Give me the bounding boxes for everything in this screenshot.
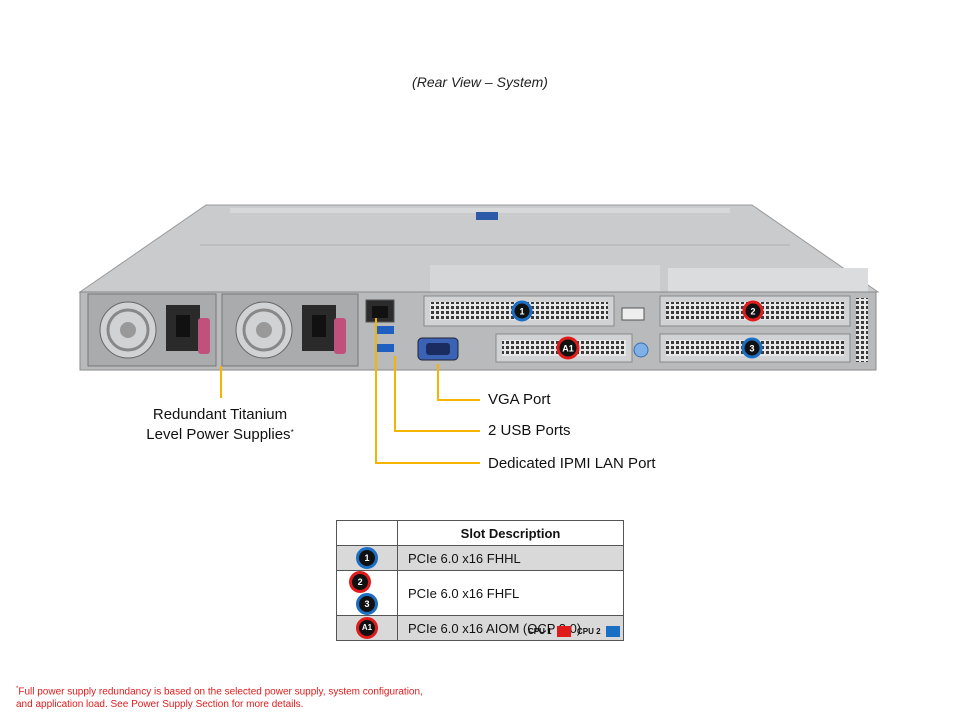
table-header-blank [336,520,398,546]
vga-callout-line [437,364,480,401]
slot-a1-badge: A1 [356,617,378,639]
slot-badge-1: 1 [511,300,533,322]
table-header: Slot Description [397,520,624,546]
latch-tab [476,212,498,220]
table-row: 2 3 PCIe 6.0 x16 FHFL [336,570,624,616]
legend-cpu2-swatch [606,626,620,637]
svg-text:1: 1 [519,307,524,317]
usb-port-1 [376,326,394,334]
slot-3-badge: 3 [356,593,378,615]
footnote: *Full power supply redundancy is based o… [16,686,423,711]
vga-port-label: VGA Port [488,391,551,408]
slot-badge-3: 3 [741,337,763,359]
slot-description-table: Slot Description 1 PCIe 6.0 x16 FHHL 2 3… [336,520,624,641]
ipmi-callout-line [375,318,480,464]
slot-description: PCIe 6.0 x16 FHFL [397,570,624,616]
usb-port-2 [376,344,394,352]
svg-text:2: 2 [750,307,755,317]
svg-text:A1: A1 [562,344,574,354]
power-supply-label-line1: Redundant Titanium [152,406,288,423]
slot-description: PCIe 6.0 x16 FHHL [397,545,624,571]
table-row: A1 PCIe 6.0 x16 AIOM (OCP 3.0) [336,615,624,641]
usb-ports-label: 2 USB Ports [488,422,571,439]
legend-cpu2-label: CPU 2 [577,627,601,636]
legend-cpu1-label: CPU 1 [528,627,552,636]
slot-badge-2: 2 [742,300,764,322]
slot-badge-a1: A1 [556,336,580,360]
power-supply-2 [221,293,359,367]
legend-cpu1-swatch [557,626,571,637]
slot-2-badge: 2 [349,571,372,593]
power-supply-1 [87,293,217,367]
table-row: 1 PCIe 6.0 x16 FHHL [336,545,624,571]
ipmi-lan-label: Dedicated IPMI LAN Port [488,455,656,472]
slot-1-badge: 1 [356,547,378,569]
slot-description: PCIe 6.0 x16 AIOM (OCP 3.0) [397,615,624,641]
svg-text:3: 3 [749,344,754,354]
power-supply-label-line2: Level Power Supplies* [146,426,294,443]
power-supply-label: Redundant Titanium Level Power Supplies* [120,405,320,445]
footnote-marker: * [290,428,294,437]
view-caption: (Rear View – System) [412,74,548,90]
usb-callout-line [394,356,480,432]
